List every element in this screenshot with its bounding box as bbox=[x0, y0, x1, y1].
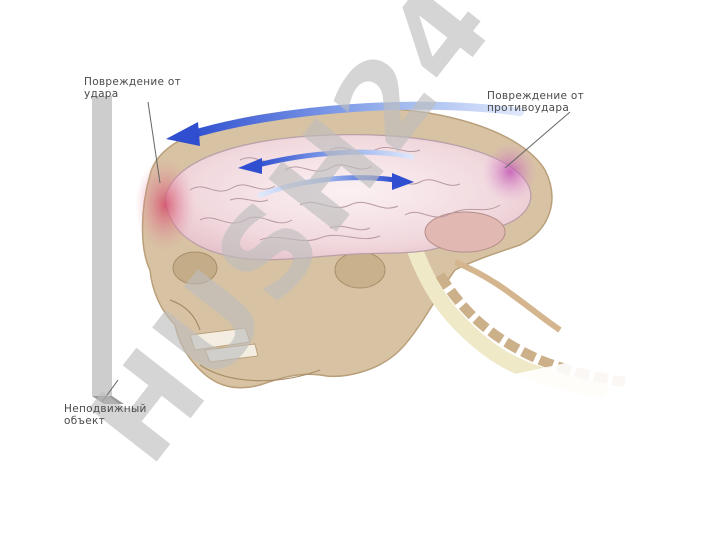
motion-arrows bbox=[166, 101, 524, 198]
arrow-middle-head bbox=[238, 158, 262, 174]
neck-muscle bbox=[453, 259, 562, 333]
arrow-large bbox=[186, 101, 524, 139]
impact-injury-label: Повреждение от удара bbox=[84, 76, 182, 100]
arrow-small-head bbox=[392, 173, 414, 190]
cerebellum bbox=[424, 211, 506, 253]
contrecoup-injury-label: Повреждение от противоудара bbox=[487, 90, 585, 114]
fixed-object-base bbox=[92, 396, 124, 404]
fixed-object-label: Неподвижный объект bbox=[64, 403, 147, 427]
nasal-area bbox=[169, 299, 201, 331]
jaw bbox=[199, 364, 321, 382]
fixed-object-pole bbox=[92, 96, 112, 396]
lower-teeth bbox=[204, 343, 259, 363]
arrow-middle bbox=[255, 149, 415, 168]
contrecoup-leader-line bbox=[504, 111, 571, 169]
upper-teeth bbox=[189, 327, 251, 351]
arrow-small bbox=[257, 175, 398, 198]
fade-overlay bbox=[420, 330, 720, 540]
contrecoup-bruise bbox=[482, 142, 538, 202]
eye-socket bbox=[172, 251, 218, 285]
brain-gyri bbox=[189, 146, 501, 242]
arrow-large-head bbox=[166, 122, 200, 146]
impact-bruise bbox=[135, 157, 195, 253]
object-leader-line bbox=[101, 379, 119, 403]
impact-leader-line bbox=[147, 101, 161, 184]
